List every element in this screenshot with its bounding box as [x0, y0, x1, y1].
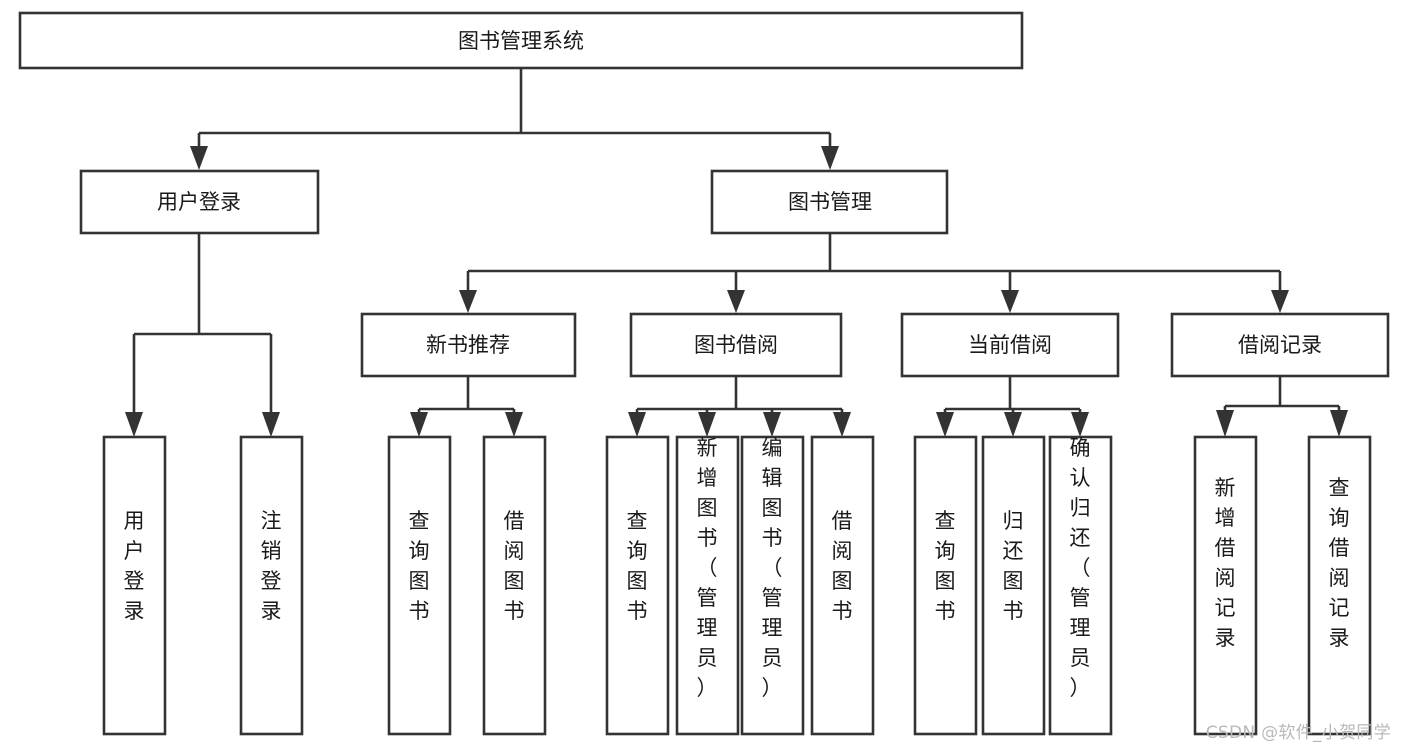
- leaf-label-current-borrow-2: 归还图书: [1003, 509, 1024, 623]
- arrow-to-current-borrow: [1001, 290, 1019, 313]
- arrow-to-new-book: [459, 290, 477, 313]
- leaf-user-login-1[interactable]: 用户登录: [102, 435, 167, 736]
- arrow-userlogin-leaf-1: [125, 412, 143, 437]
- node-box-new-book-recommend[interactable]: [360, 312, 577, 378]
- node-borrow-record[interactable]: 借阅记录: [1170, 312, 1390, 378]
- node-new-book-recommend[interactable]: 新书推荐: [360, 312, 577, 378]
- arrow-currentborrow-leaf-3: [1071, 412, 1089, 437]
- leaf-box-book-borrow-1[interactable]: [605, 435, 670, 736]
- node-label-new-book-recommend: 新书推荐: [426, 333, 510, 357]
- node-label-borrow-record: 借阅记录: [1238, 333, 1322, 357]
- arrow-currentborrow-leaf-2: [1004, 412, 1022, 437]
- leaf-label-user-login-1: 用户登录: [124, 509, 145, 623]
- node-box-current-borrow[interactable]: [900, 312, 1120, 378]
- leaf-label-book-borrow-1: 查询图书: [627, 509, 648, 623]
- leaf-borrow-record-1[interactable]: 新增借阅记录: [1193, 435, 1258, 736]
- leaf-box-current-borrow-1[interactable]: [913, 435, 978, 736]
- leaf-label-user-login-2: 注销登录: [261, 509, 282, 623]
- leaf-label-borrow-record-2: 查询借阅记录: [1329, 476, 1350, 650]
- node-label-current-borrow: 当前借阅: [968, 333, 1052, 357]
- leaf-label-book-borrow-2: 新增图书（管理员）: [697, 436, 718, 700]
- leaf-book-borrow-3[interactable]: 编辑图书（管理员）: [740, 435, 805, 736]
- arrow-to-book-mgmt: [821, 146, 839, 170]
- node-user-login[interactable]: 用户登录: [79, 169, 320, 235]
- arrow-to-book-borrow: [727, 290, 745, 313]
- arrow-bookborrow-leaf-2: [698, 412, 716, 437]
- node-box-user-login[interactable]: [79, 169, 320, 235]
- arrow-newbook-leaf-2: [505, 412, 523, 437]
- node-root-system[interactable]: 图书管理系统: [18, 11, 1024, 70]
- leaf-box-user-login-2[interactable]: [239, 435, 304, 736]
- leaf-box-new-book-2[interactable]: [482, 435, 547, 736]
- leaf-box-borrow-record-1[interactable]: [1193, 435, 1258, 736]
- leaf-box-current-borrow-3[interactable]: [1048, 435, 1113, 736]
- leaf-new-book-2[interactable]: 借阅图书: [482, 435, 547, 736]
- arrow-bookborrow-leaf-1: [628, 412, 646, 437]
- leaf-user-login-2[interactable]: 注销登录: [239, 435, 304, 736]
- leaf-new-book-1[interactable]: 查询图书: [387, 435, 452, 736]
- node-box-book-borrow[interactable]: [629, 312, 843, 378]
- leaf-box-new-book-1[interactable]: [387, 435, 452, 736]
- arrow-newbook-leaf-1: [410, 412, 428, 437]
- arrow-bookborrow-leaf-3: [763, 412, 781, 437]
- node-label-book-management: 图书管理: [788, 190, 872, 214]
- arrow-borrowrecord-leaf-1: [1216, 410, 1234, 437]
- leaf-box-current-borrow-2[interactable]: [981, 435, 1046, 736]
- node-box-book-management[interactable]: [710, 169, 949, 235]
- node-box-borrow-record[interactable]: [1170, 312, 1390, 378]
- leaf-label-current-borrow-3: 确认归还（管理员）: [1070, 436, 1091, 700]
- leaf-label-book-borrow-3: 编辑图书（管理员）: [762, 436, 783, 700]
- leaf-box-borrow-record-2[interactable]: [1307, 435, 1372, 736]
- leaf-label-borrow-record-1: 新增借阅记录: [1215, 476, 1236, 650]
- leaf-borrow-record-2[interactable]: 查询借阅记录: [1307, 435, 1372, 736]
- node-current-borrow[interactable]: 当前借阅: [900, 312, 1120, 378]
- leaf-box-book-borrow-3[interactable]: [740, 435, 805, 736]
- leaf-current-borrow-1[interactable]: 查询图书: [913, 435, 978, 736]
- leaf-box-book-borrow-4[interactable]: [810, 435, 875, 736]
- leaf-label-book-borrow-4: 借阅图书: [832, 509, 853, 623]
- node-box-root[interactable]: [18, 11, 1024, 70]
- arrow-bookborrow-leaf-4: [833, 412, 851, 437]
- leaf-current-borrow-3[interactable]: 确认归还（管理员）: [1048, 435, 1113, 736]
- csdn-watermark: CSDN @软件_小贺同学: [1205, 723, 1391, 743]
- node-book-borrow[interactable]: 图书借阅: [629, 312, 843, 378]
- node-label-book-borrow: 图书借阅: [694, 333, 778, 357]
- arrow-borrowrecord-leaf-2: [1330, 410, 1348, 437]
- leaf-current-borrow-2[interactable]: 归还图书: [981, 435, 1046, 736]
- arrow-userlogin-leaf-2: [262, 412, 280, 437]
- leaf-box-book-borrow-2[interactable]: [675, 435, 740, 736]
- leaf-label-new-book-2: 借阅图书: [504, 509, 525, 623]
- node-label-user-login: 用户登录: [157, 190, 241, 214]
- leaf-book-borrow-2[interactable]: 新增图书（管理员）: [675, 435, 740, 736]
- node-book-management[interactable]: 图书管理: [710, 169, 949, 235]
- node-label-root: 图书管理系统: [458, 29, 584, 53]
- arrow-to-borrow-record: [1271, 290, 1289, 313]
- leaf-box-user-login-1[interactable]: [102, 435, 167, 736]
- leaf-book-borrow-4[interactable]: 借阅图书: [810, 435, 875, 736]
- leaf-label-new-book-1: 查询图书: [409, 509, 430, 623]
- leaf-label-current-borrow-1: 查询图书: [935, 509, 956, 623]
- leaf-book-borrow-1[interactable]: 查询图书: [605, 435, 670, 736]
- arrow-currentborrow-leaf-1: [936, 412, 954, 437]
- connector-group: [125, 68, 1348, 437]
- arrow-to-user-login: [190, 146, 208, 170]
